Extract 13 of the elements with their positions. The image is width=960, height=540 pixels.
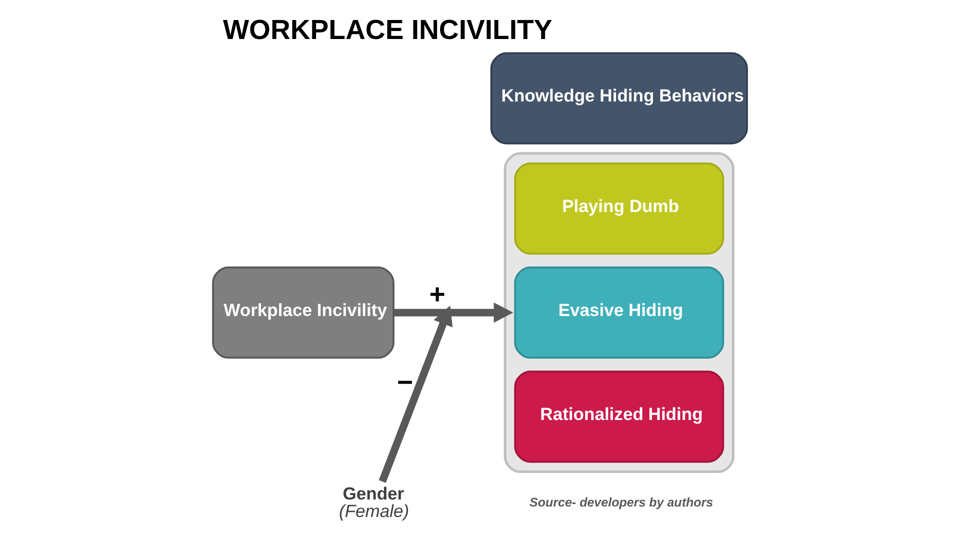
- node-box: Playing Dumb: [514, 162, 724, 255]
- caption: Source- developers by authors: [530, 495, 714, 510]
- node-box: Workplace Incivility: [212, 266, 394, 359]
- arrow: [378, 306, 453, 483]
- cluster: [504, 152, 734, 474]
- arrow: [394, 302, 514, 323]
- edge-label: +: [429, 278, 446, 310]
- edge-label: −: [397, 366, 414, 398]
- node-text: Gender (Female): [338, 484, 410, 522]
- node-box: Evasive Hiding: [514, 266, 724, 359]
- diagram-title: WORKPLACE INCIVILITY: [223, 14, 552, 45]
- node-box: Knowledge Hiding Behaviors: [490, 52, 748, 144]
- node-box: Rationalized Hiding: [514, 370, 724, 463]
